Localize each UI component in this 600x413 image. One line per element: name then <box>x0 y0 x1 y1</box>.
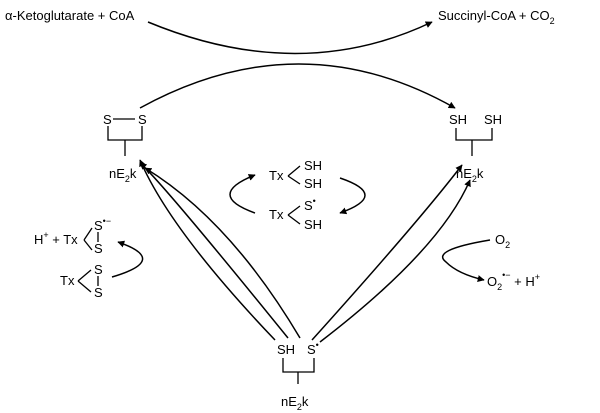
center-left-curl-arrow <box>229 174 256 214</box>
right-enzyme-sh2: SH <box>484 112 502 127</box>
bottom-enzyme-label: nE2k <box>281 394 309 412</box>
bottom-enzyme-frame <box>282 358 315 373</box>
center-tx-top-bonds <box>287 165 301 185</box>
center-tx-top-sh2: SH <box>304 176 322 191</box>
left-enzyme-s1: S <box>103 112 112 127</box>
center-tx-bottom-s: S• <box>304 196 316 213</box>
center-right-curl-arrow <box>339 177 366 215</box>
left-h-plus-tx: H+ + Tx <box>34 230 78 247</box>
reactant-label: α-Ketoglutarate + CoA <box>5 8 135 23</box>
left-anion-bonds <box>83 227 99 251</box>
right-superoxide: O2•− + H+ <box>487 270 540 292</box>
left-disulfide-s1: S <box>94 262 103 277</box>
s-to-right-arrow <box>311 164 463 341</box>
right-side-curl-arrow <box>441 239 491 282</box>
center-tx-bottom-sh: SH <box>304 217 322 232</box>
right-enzyme-sh1: SH <box>449 112 467 127</box>
center-tx-bottom: Tx <box>269 207 284 222</box>
sh-to-left-arrow <box>139 159 276 341</box>
left-disulfide-s2: S <box>94 285 103 300</box>
left-side-curl-arrow <box>111 240 144 278</box>
product-label: Succinyl-CoA + CO2 <box>438 8 555 26</box>
top-reaction-arrow <box>147 21 433 55</box>
disulfide-reduction-arrow <box>139 63 456 109</box>
s-to-right-arrow-2 <box>319 179 471 343</box>
left-enzyme-label: nE2k <box>109 166 137 184</box>
sh-to-left-arrow-2 <box>139 162 289 339</box>
right-o2: O2 <box>495 232 510 250</box>
left-enzyme-frame <box>107 126 143 141</box>
left-enzyme-s2: S <box>138 112 147 127</box>
center-tx-top-sh1: SH <box>304 158 322 173</box>
left-anion-s2: S <box>94 241 103 256</box>
center-tx-top: Tx <box>269 168 284 183</box>
center-tx-bottom-bonds <box>287 205 301 225</box>
left-anion-s1: S•− <box>94 216 111 233</box>
bottom-enzyme-s-radical: S• <box>307 340 319 357</box>
bottom-enzyme-sh: SH <box>277 342 295 357</box>
left-tx-disulfide: Tx <box>60 273 75 288</box>
right-enzyme-frame <box>455 128 493 141</box>
sh-to-left-arrow-3 <box>144 167 301 339</box>
left-disulfide-bonds <box>77 269 99 293</box>
